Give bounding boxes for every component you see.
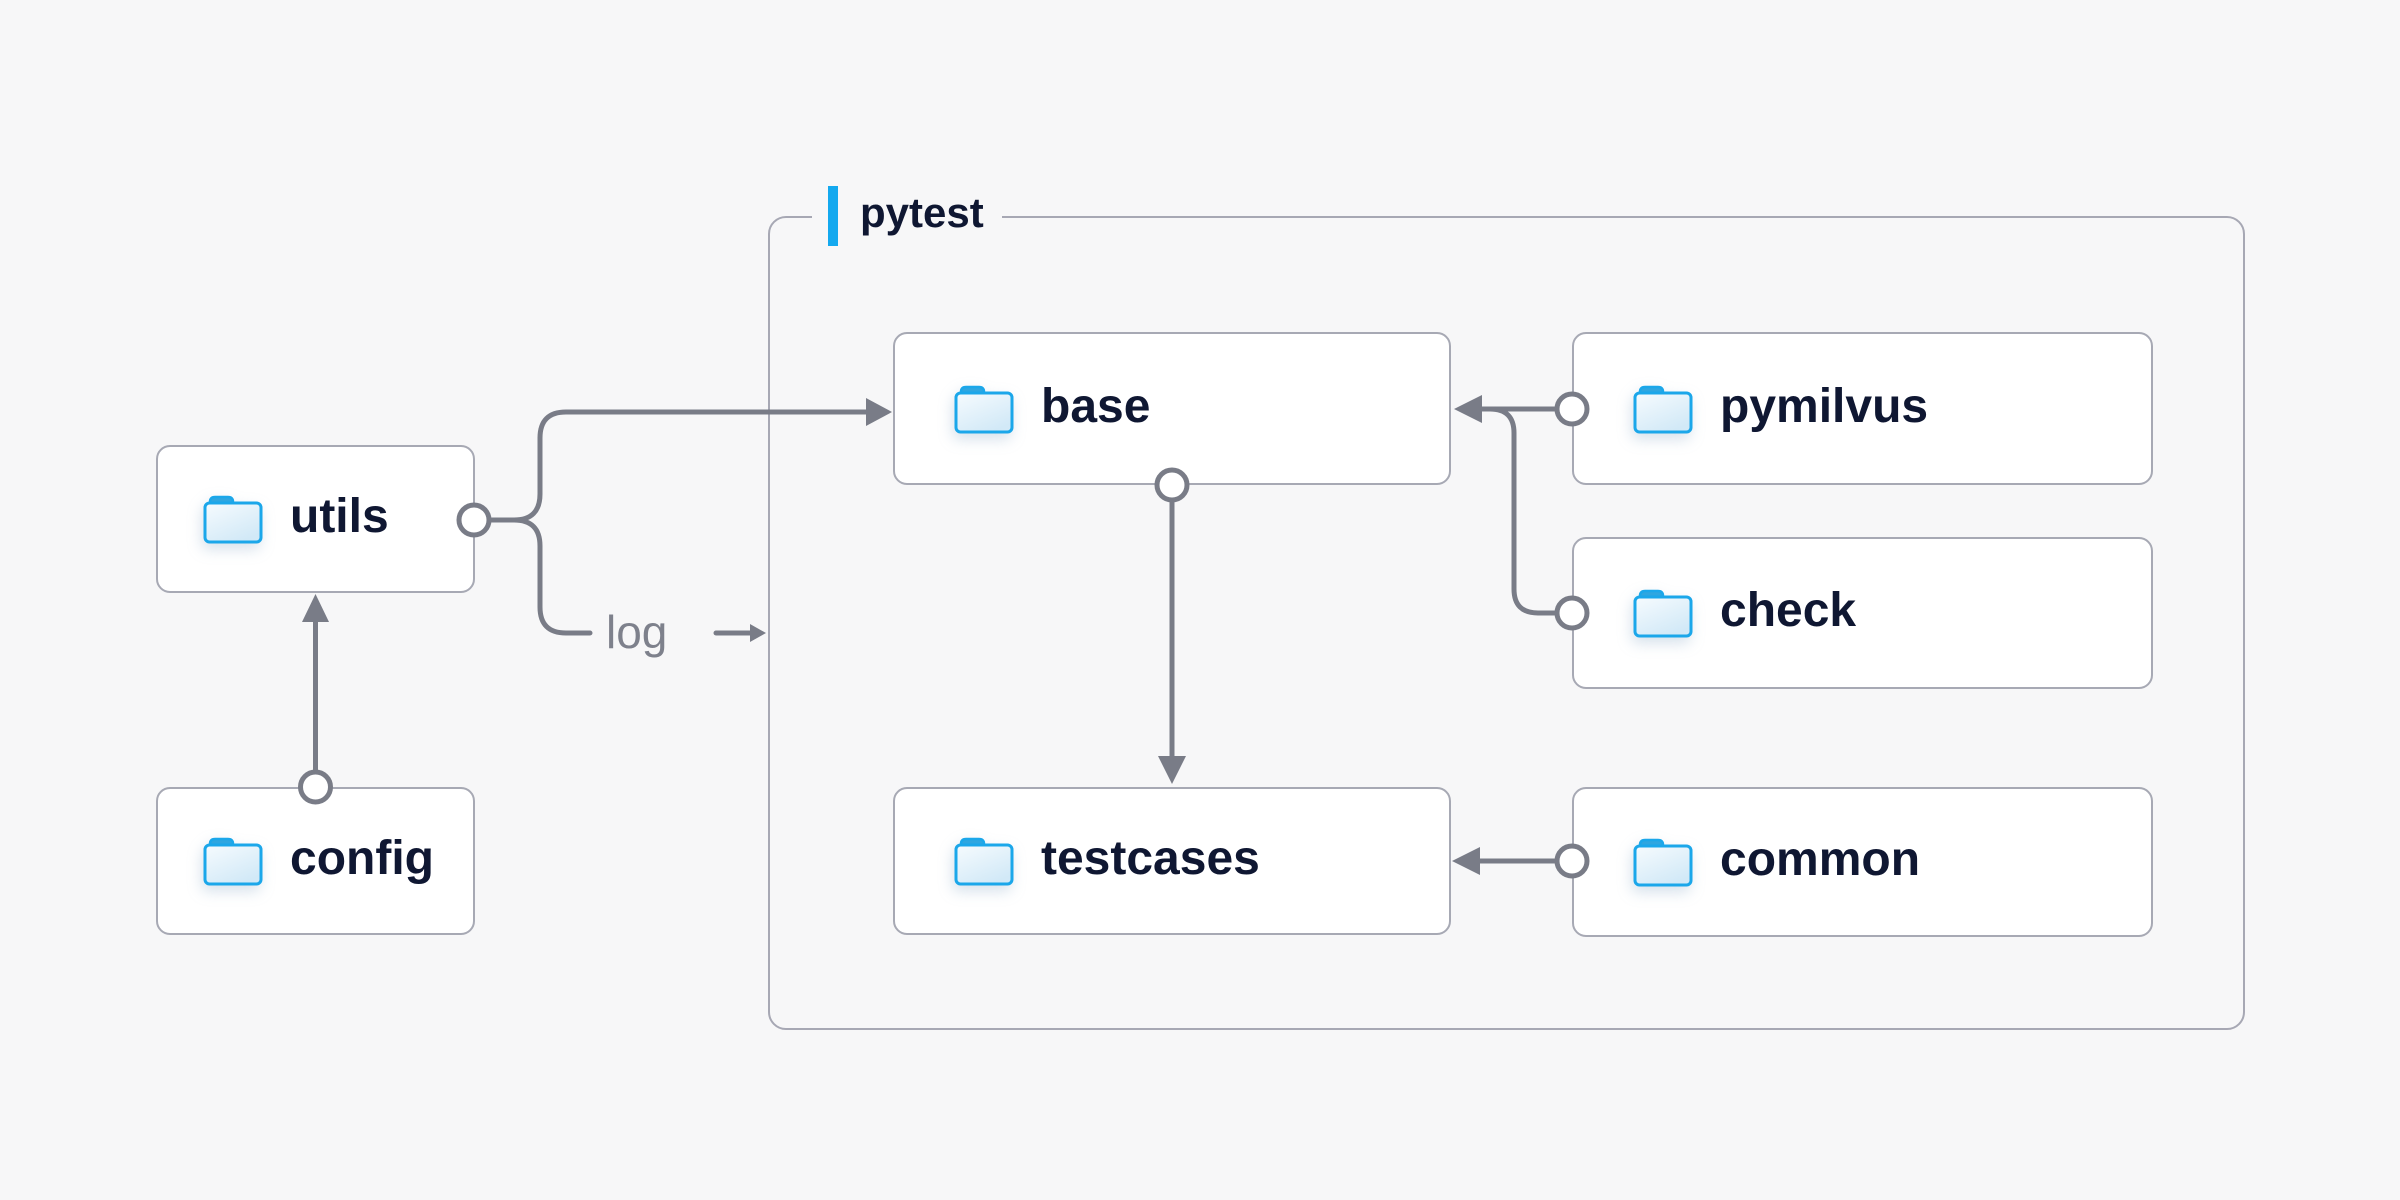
node-check: check (1572, 537, 2153, 689)
node-label: utils (290, 490, 389, 543)
node-pymilvus: pymilvus (1572, 332, 2153, 485)
folder-icon (203, 495, 263, 544)
node-utils: utils (156, 445, 475, 593)
node-label: check (1720, 584, 1857, 637)
node-config: config (156, 787, 475, 935)
group-pytest-label: pytest (812, 186, 1002, 246)
folder-icon (1633, 385, 1693, 433)
node-testcases: testcases (893, 787, 1451, 935)
node-label: config (290, 832, 434, 885)
edge-utils-log (511, 517, 593, 636)
node-base: base (893, 332, 1451, 485)
folder-icon (954, 837, 1014, 886)
folder-icon (203, 837, 263, 886)
arrowhead-log (750, 624, 766, 642)
accent-bar (828, 186, 838, 246)
group-title: pytest (860, 189, 984, 236)
node-label: base (1041, 379, 1151, 433)
folder-icon (1633, 589, 1693, 638)
node-label: pymilvus (1720, 379, 1929, 433)
node-common: common (1572, 787, 2153, 937)
arrowhead-into-utils (302, 594, 329, 622)
node-label: testcases (1041, 832, 1260, 885)
folder-icon (1633, 838, 1693, 887)
node-label: common (1720, 833, 1921, 886)
edge-label-log: log (606, 606, 668, 658)
group-pytest-container (768, 216, 2245, 1030)
folder-icon (954, 385, 1014, 433)
